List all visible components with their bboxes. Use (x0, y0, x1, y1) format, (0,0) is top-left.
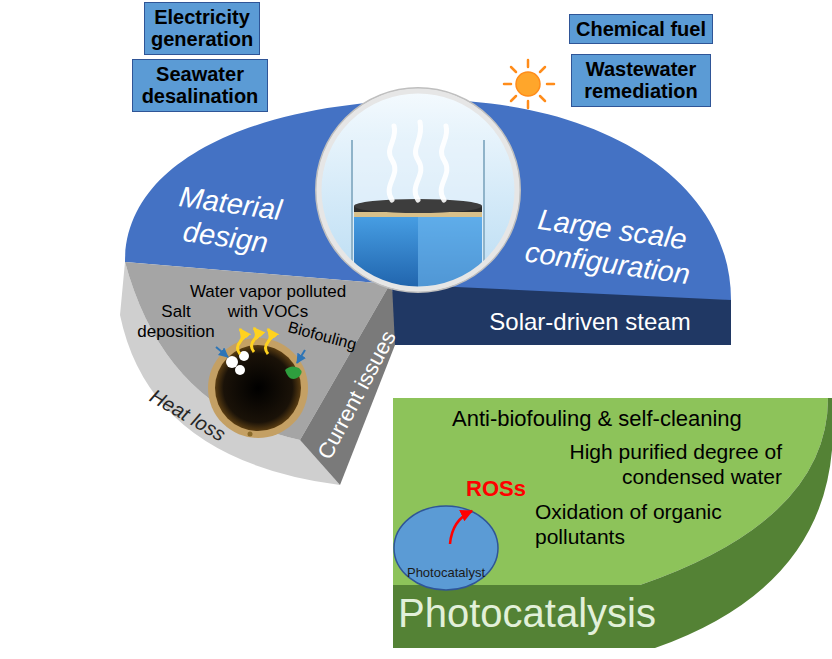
steam (389, 126, 395, 200)
sun-ray (511, 96, 516, 101)
issue-label: Water vapor polluted with VOCs (178, 282, 358, 322)
sun-ray (540, 67, 545, 72)
vapor-arrow (252, 328, 257, 352)
sun-ray (504, 83, 511, 86)
sun-ray (527, 101, 530, 108)
segment-label: Solar-driven steam (470, 308, 710, 336)
steam-band-face (392, 284, 731, 345)
sun-ray (540, 96, 545, 101)
photocatalyst-circle: Photocatalyst (393, 505, 499, 591)
sun-ray (547, 83, 554, 86)
lens-ring (319, 91, 517, 289)
application-box: Seawater desalination (132, 59, 268, 112)
benefit-label: Oxidation of organic pollutants (535, 500, 775, 550)
speckle (248, 432, 253, 437)
application-box: Wastewater remediation (571, 54, 711, 107)
benefit-label: High purified degree of condensed water (530, 440, 782, 490)
application-box: Chemical fuel (569, 14, 713, 44)
vapor-arrow (238, 329, 243, 354)
pointer-arrow (216, 347, 228, 357)
ros-arrow (450, 511, 472, 544)
evaporator-hole (208, 328, 308, 438)
photocatalyst-circle-faces (394, 506, 498, 590)
benefit-label: Anti-biofouling & self-cleaning (452, 406, 822, 432)
box-label: Electricity generation (151, 6, 253, 51)
sun-ray (511, 67, 516, 72)
salt-crystal (235, 365, 245, 375)
pointer-arrow (297, 350, 305, 363)
steam-band: Solar-driven steam (390, 282, 735, 347)
sun (504, 60, 554, 108)
steam (441, 126, 447, 200)
ros-label: ROSs (466, 476, 526, 502)
photocatalysis-wedge-face (393, 398, 832, 648)
segment-label: Photocatalysis (398, 590, 698, 637)
sun-disc (516, 72, 540, 96)
photocatalysis-wedge-faces (393, 398, 832, 648)
photocatalyst-circle-face (394, 506, 498, 590)
steam-band-faces (392, 284, 731, 345)
vapor-arrow (266, 329, 271, 354)
hole-rim (208, 338, 308, 438)
salt-crystal (226, 356, 238, 368)
hole (215, 345, 301, 431)
steam (415, 122, 421, 200)
water (354, 210, 482, 294)
circle-label: Photocatalyst (396, 565, 496, 580)
beaker-illustration (316, 88, 520, 295)
box-label: Chemical fuel (576, 18, 706, 40)
box-label: Wastewater remediation (578, 58, 704, 103)
beaker-scene (318, 90, 518, 295)
biofouling-blob (285, 366, 302, 379)
issue-label: Salt deposition (133, 302, 219, 342)
sun-ray (527, 60, 530, 67)
application-box: Electricity generation (144, 2, 260, 55)
box-label: Seawater desalination (139, 63, 261, 108)
